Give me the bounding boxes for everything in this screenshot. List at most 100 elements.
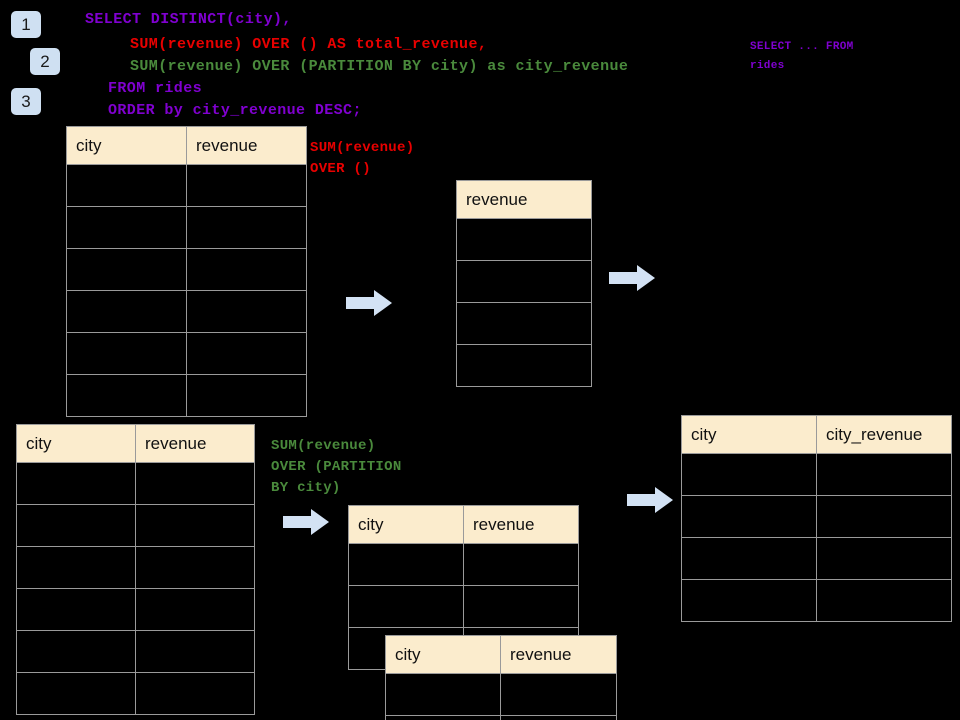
table-cell	[186, 332, 307, 375]
table-row	[16, 672, 255, 715]
table-total-revenue: revenue	[456, 180, 592, 387]
column-header-revenue: revenue	[456, 180, 592, 219]
table-row	[66, 164, 307, 207]
table-cell	[135, 672, 255, 715]
sql-line-total-revenue: SUM(revenue) OVER () AS total_revenue,	[130, 36, 488, 53]
table-cell	[500, 673, 617, 716]
table-header-row: city revenue	[348, 505, 579, 544]
table-cell	[681, 579, 817, 622]
table-cell	[135, 588, 255, 631]
table-cell	[348, 543, 464, 586]
column-header-revenue: revenue	[186, 126, 307, 165]
table-header-row: city revenue	[385, 635, 617, 674]
table-cell	[463, 543, 579, 586]
table-cell	[66, 248, 187, 291]
annotation-sum-over-empty: SUM(revenue) OVER ()	[310, 140, 415, 177]
table-cell	[66, 290, 187, 333]
column-header-revenue: revenue	[500, 635, 617, 674]
table-row	[66, 332, 307, 375]
table-cell	[456, 302, 592, 345]
table-cell	[463, 585, 579, 628]
table-cell	[500, 715, 617, 720]
table-cell	[816, 453, 952, 496]
table-row	[66, 206, 307, 249]
table-cell	[816, 537, 952, 580]
table-cell	[348, 585, 464, 628]
table-cell	[456, 218, 592, 261]
column-header-revenue: revenue	[463, 505, 579, 544]
table-cell	[135, 462, 255, 505]
column-header-city: city	[348, 505, 464, 544]
table-row	[681, 579, 952, 622]
step-badge-1: 1	[11, 11, 41, 38]
step-badge-2: 2	[30, 48, 60, 75]
sql-line-from: FROM rides	[108, 80, 203, 97]
table-header-row: revenue	[456, 180, 592, 219]
sql-line-select: SELECT DISTINCT(city),	[85, 11, 292, 28]
table-row	[16, 588, 255, 631]
table-row	[66, 374, 307, 417]
table-row	[681, 453, 952, 496]
table-cell	[135, 504, 255, 547]
table-cell	[16, 672, 136, 715]
column-header-city: city	[66, 126, 187, 165]
table-cell	[816, 495, 952, 538]
table-cell	[135, 630, 255, 673]
table-cell	[66, 164, 187, 207]
table-row	[681, 537, 952, 580]
table-row	[385, 715, 617, 720]
table-cell	[16, 462, 136, 505]
table-cell	[66, 374, 187, 417]
table-row	[385, 673, 617, 716]
sql-line-city-revenue: SUM(revenue) OVER (PARTITION BY city) as…	[130, 58, 629, 75]
table-cell	[16, 504, 136, 547]
table-row	[456, 302, 592, 345]
table-cell	[456, 344, 592, 387]
table-cell	[385, 715, 501, 720]
table-row	[348, 543, 579, 586]
table-row	[16, 546, 255, 589]
column-header-city: city	[16, 424, 136, 463]
table-row	[66, 290, 307, 333]
sql-line-order-by: ORDER by city_revenue DESC;	[108, 102, 362, 119]
table-row	[456, 260, 592, 303]
table-row	[681, 495, 952, 538]
table-cell	[186, 290, 307, 333]
table-cell	[681, 453, 817, 496]
column-header-city-revenue: city_revenue	[816, 415, 952, 454]
column-header-city: city	[681, 415, 817, 454]
annotation-select-from-rides: SELECT ... FROM rides	[750, 41, 854, 72]
table-cell	[186, 206, 307, 249]
table-result: city city_revenue	[681, 415, 952, 622]
table-row	[66, 248, 307, 291]
table-cell	[135, 546, 255, 589]
table-header-row: city city_revenue	[681, 415, 952, 454]
table-cell	[681, 537, 817, 580]
arrow-partition-to-result-icon	[627, 487, 673, 513]
table-cell	[16, 630, 136, 673]
step-badge-3: 3	[11, 88, 41, 115]
arrow-source-to-total-icon	[346, 290, 392, 316]
table-row	[16, 462, 255, 505]
table-cell	[186, 248, 307, 291]
table-cell	[186, 374, 307, 417]
table-row	[16, 504, 255, 547]
table-row	[16, 630, 255, 673]
table-source-bottom: city revenue	[16, 424, 255, 715]
table-cell	[816, 579, 952, 622]
table-row	[456, 344, 592, 387]
table-source-top: city revenue	[66, 126, 307, 417]
column-header-revenue: revenue	[135, 424, 255, 463]
table-row	[456, 218, 592, 261]
table-row	[348, 585, 579, 628]
table-cell	[66, 332, 187, 375]
table-cell	[385, 673, 501, 716]
table-cell	[456, 260, 592, 303]
arrow-source-to-partition-icon	[283, 509, 329, 535]
table-cell	[186, 164, 307, 207]
table-cell	[66, 206, 187, 249]
table-header-row: city revenue	[16, 424, 255, 463]
table-header-row: city revenue	[66, 126, 307, 165]
table-cell	[16, 588, 136, 631]
